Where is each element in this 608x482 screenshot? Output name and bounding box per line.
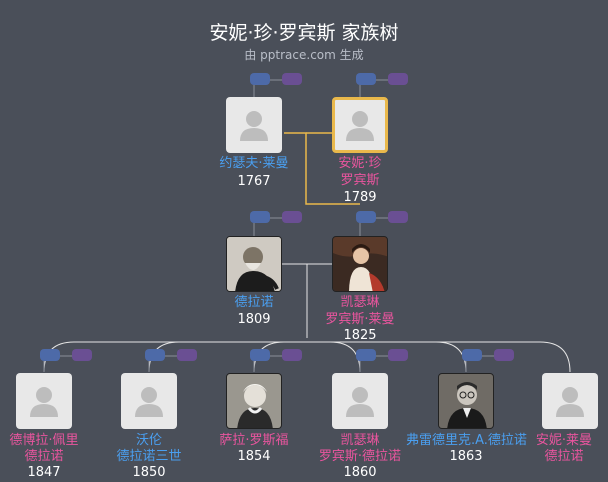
person-photo-placeholder[interactable]	[121, 373, 177, 429]
person-photo-placeholder[interactable]	[16, 373, 72, 429]
person-photo[interactable]	[438, 373, 494, 429]
placeholder-avatar-icon	[240, 111, 268, 141]
person-name-line2[interactable]: 德拉诺	[24, 449, 64, 464]
person-photo[interactable]	[332, 236, 388, 292]
person-name[interactable]: 凯瑟琳	[340, 295, 380, 310]
person-birth-year: 1825	[343, 328, 377, 343]
badge-father[interactable]	[462, 349, 482, 361]
person-name[interactable]: 沃伦	[135, 433, 162, 448]
person-name[interactable]: 安妮·莱曼	[535, 433, 593, 448]
portrait-old-man-image	[227, 237, 281, 291]
person-name-line2[interactable]: 德拉诺三世	[116, 449, 182, 464]
badge-father[interactable]	[145, 349, 165, 361]
badge-mother[interactable]	[177, 349, 197, 361]
person-name[interactable]: 德博拉·佩里	[9, 433, 79, 448]
person-name-line2[interactable]: 罗宾斯	[340, 173, 380, 188]
person-name[interactable]: 弗雷德里克.A.德拉诺	[406, 433, 527, 448]
person-name-line2[interactable]: 罗宾斯·德拉诺	[318, 449, 402, 464]
person-birth-year: 1809	[237, 312, 271, 327]
person-birth-year: 1850	[132, 465, 166, 480]
person-photo[interactable]	[226, 373, 282, 429]
badge-mother[interactable]	[388, 211, 408, 223]
person-birth-year: 1854	[237, 449, 271, 464]
badge-father[interactable]	[356, 73, 376, 85]
badge-father[interactable]	[250, 73, 270, 85]
person-photo-placeholder[interactable]	[332, 373, 388, 429]
badge-mother[interactable]	[282, 73, 302, 85]
person-name[interactable]: 德拉诺	[234, 295, 274, 310]
person-name[interactable]: 萨拉·罗斯福	[219, 433, 289, 448]
children-bar	[43, 341, 571, 373]
badge-mother[interactable]	[388, 73, 408, 85]
person-name[interactable]: 安妮·珍	[338, 156, 382, 171]
placeholder-avatar-icon	[30, 387, 58, 417]
person-birth-year: 1847	[27, 465, 61, 480]
badge-father[interactable]	[356, 211, 376, 223]
couple-connector-highlight	[284, 132, 360, 205]
badge-father[interactable]	[356, 349, 376, 361]
badge-father[interactable]	[40, 349, 60, 361]
badge-mother[interactable]	[282, 349, 302, 361]
portrait-woman-image	[333, 237, 387, 291]
person-photo[interactable]	[226, 236, 282, 292]
placeholder-avatar-icon	[346, 387, 374, 417]
badge-mother[interactable]	[72, 349, 92, 361]
person-name[interactable]: 凯瑟琳	[340, 433, 380, 448]
person-birth-year: 1767	[237, 174, 271, 189]
badge-mother[interactable]	[388, 349, 408, 361]
person-name[interactable]: 约瑟夫·莱曼	[219, 156, 289, 171]
person-birth-year: 1860	[343, 465, 377, 480]
person-name-line2[interactable]: 德拉诺	[544, 449, 584, 464]
badge-father[interactable]	[250, 211, 270, 223]
person-birth-year: 1863	[449, 449, 483, 464]
person-birth-year: 1789	[343, 190, 377, 205]
portrait-man-glasses-image	[439, 374, 493, 428]
page-subtitle: 由 pptrace.com 生成	[244, 48, 364, 62]
page-title: 安妮·珍·罗宾斯 家族树	[209, 22, 399, 44]
badge-mother[interactable]	[494, 349, 514, 361]
person-photo-placeholder-selected[interactable]	[332, 97, 388, 153]
placeholder-avatar-icon	[556, 387, 584, 417]
portrait-elderly-woman-image	[227, 374, 281, 428]
badge-mother[interactable]	[282, 211, 302, 223]
placeholder-avatar-icon	[135, 387, 163, 417]
person-photo-placeholder[interactable]	[542, 373, 598, 429]
badge-father[interactable]	[250, 349, 270, 361]
person-name-line2[interactable]: 罗宾斯·莱曼	[325, 312, 395, 327]
placeholder-avatar-icon	[346, 111, 374, 141]
person-photo-placeholder[interactable]	[226, 97, 282, 153]
